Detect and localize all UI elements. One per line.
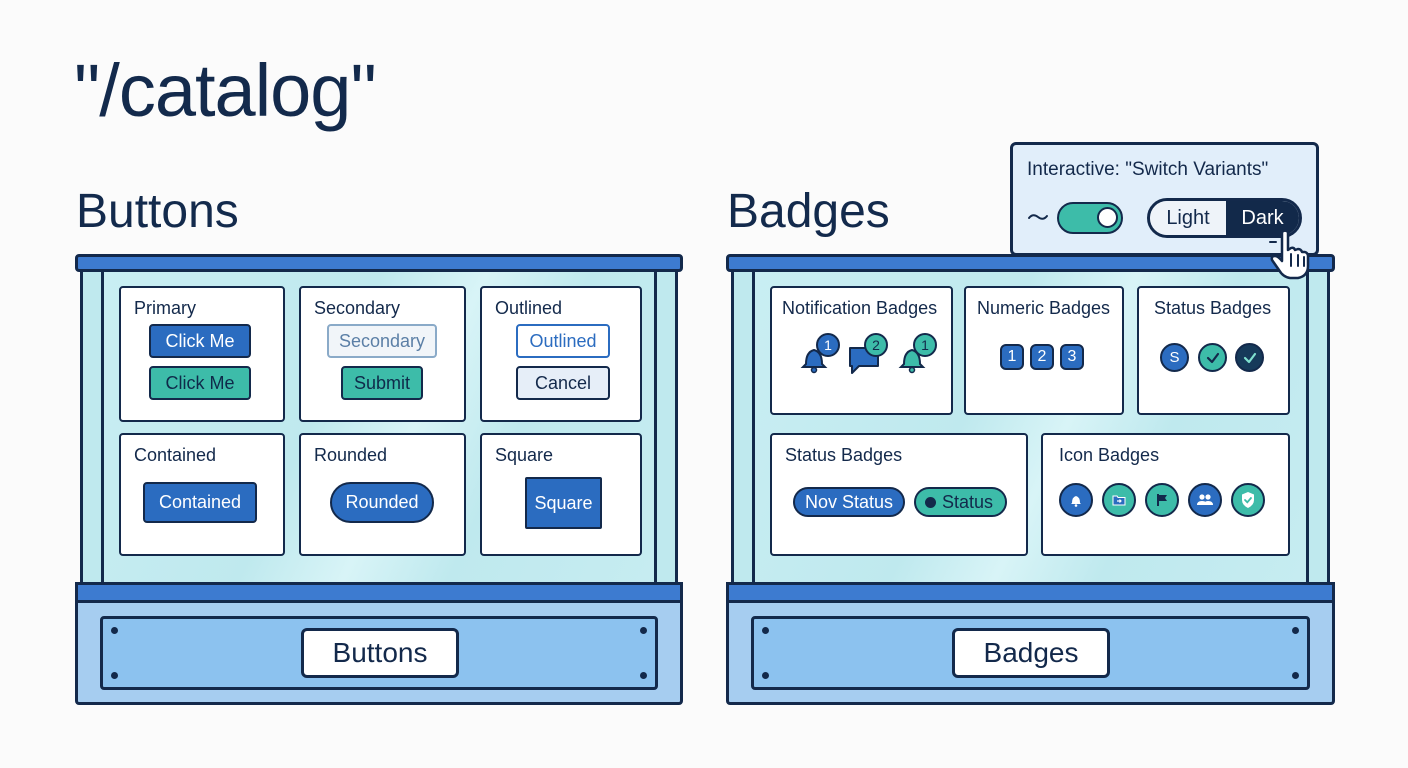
status-badge-s: S <box>1160 343 1189 372</box>
numeric-badge: 3 <box>1060 344 1084 370</box>
check-icon <box>1198 343 1227 372</box>
flag-icon[interactable] <box>1145 483 1179 517</box>
status-dot-icon <box>925 497 936 508</box>
tilde-icon <box>1028 214 1048 220</box>
card-title: Icon Badges <box>1059 445 1160 465</box>
numeric-badge: 2 <box>1030 344 1054 370</box>
case-top-rail <box>75 254 683 272</box>
folder-icon[interactable] <box>1102 483 1136 517</box>
submit-button[interactable]: Submit <box>341 366 423 400</box>
square-button[interactable]: Square <box>525 477 602 529</box>
theme-segmented-control[interactable]: Light Dark <box>1147 198 1302 238</box>
card-title: Secondary <box>314 298 401 318</box>
case-plaque: Badges <box>751 616 1310 690</box>
dark-option[interactable]: Dark <box>1226 201 1299 235</box>
badges-display-case: Badges Notification Badges 1 2 1 Numeric… <box>726 254 1335 705</box>
rounded-button[interactable]: Rounded <box>330 482 434 523</box>
case-ledge <box>726 582 1335 604</box>
card-title: Notification Badges <box>782 298 938 318</box>
toggle-knob <box>1097 207 1118 228</box>
icon-badges-card: Icon Badges <box>1041 433 1290 556</box>
primary-card: Primary Click Me Click Me <box>119 286 285 422</box>
status-pill: Status <box>914 487 1007 517</box>
screw <box>762 672 769 679</box>
card-title: Square <box>495 445 554 465</box>
secondary-card: Secondary Secondary Submit <box>299 286 466 422</box>
card-title: Numeric Badges <box>977 298 1111 318</box>
popup-title: Interactive: "Switch Variants" <box>1027 159 1269 180</box>
case-plaque: Buttons <box>100 616 658 690</box>
buttons-display-case: Buttons Primary Click Me Click Me Second… <box>75 254 683 705</box>
notification-count: 2 <box>864 333 888 357</box>
rounded-card: Rounded Rounded <box>299 433 466 556</box>
case-top-rail <box>726 254 1335 272</box>
card-title: Primary <box>134 298 196 318</box>
case-ledge <box>75 582 683 604</box>
card-title: Rounded <box>314 445 388 465</box>
badges-plaque-label: Badges <box>952 628 1110 678</box>
status-badges-card: Status Badges S <box>1137 286 1290 415</box>
outlined-button[interactable]: Outlined <box>516 324 610 358</box>
screw <box>111 672 118 679</box>
screw <box>111 627 118 634</box>
card-title: Status Badges <box>1154 298 1272 318</box>
primary-click-me-button[interactable]: Click Me <box>149 324 251 358</box>
buttons-heading: Buttons <box>76 185 239 238</box>
card-title: Status Badges <box>785 445 903 465</box>
status-pills-card: Status Badges Nov Status Status <box>770 433 1028 556</box>
light-option[interactable]: Light <box>1150 201 1226 235</box>
numeric-badges-card: Numeric Badges 1 2 3 <box>964 286 1124 415</box>
screw <box>640 672 647 679</box>
screw <box>762 627 769 634</box>
badges-heading: Badges <box>727 185 890 238</box>
card-title: Outlined <box>495 298 563 318</box>
cancel-button[interactable]: Cancel <box>516 366 610 400</box>
numeric-badge: 1 <box>1000 344 1024 370</box>
notification-count: 1 <box>913 333 937 357</box>
square-card: Square Square <box>480 433 642 556</box>
secondary-button[interactable]: Secondary <box>327 324 437 358</box>
page-title: "/catalog" <box>74 49 377 132</box>
hand-cursor-icon <box>1269 229 1310 280</box>
check-icon <box>1235 343 1264 372</box>
teal-click-me-button[interactable]: Click Me <box>149 366 251 400</box>
outlined-card: Outlined Outlined Cancel <box>480 286 642 422</box>
screw <box>1292 627 1299 634</box>
notification-count: 1 <box>816 333 840 357</box>
shield-check-icon[interactable] <box>1231 483 1265 517</box>
group-icon[interactable] <box>1188 483 1222 517</box>
contained-button[interactable]: Contained <box>143 482 257 523</box>
card-title: Contained <box>134 445 217 465</box>
buttons-plaque-label: Buttons <box>301 628 459 678</box>
bell-icon[interactable] <box>1059 483 1093 517</box>
nov-status-pill: Nov Status <box>793 487 905 517</box>
variant-toggle[interactable] <box>1057 202 1123 234</box>
switch-variants-popup: Interactive: "Switch Variants" Light Dar… <box>1010 142 1319 256</box>
notification-badges-card: Notification Badges 1 2 1 <box>770 286 953 415</box>
status-pill-label: Status <box>941 491 994 512</box>
contained-card: Contained Contained <box>119 433 285 556</box>
screw <box>640 627 647 634</box>
screw <box>1292 672 1299 679</box>
